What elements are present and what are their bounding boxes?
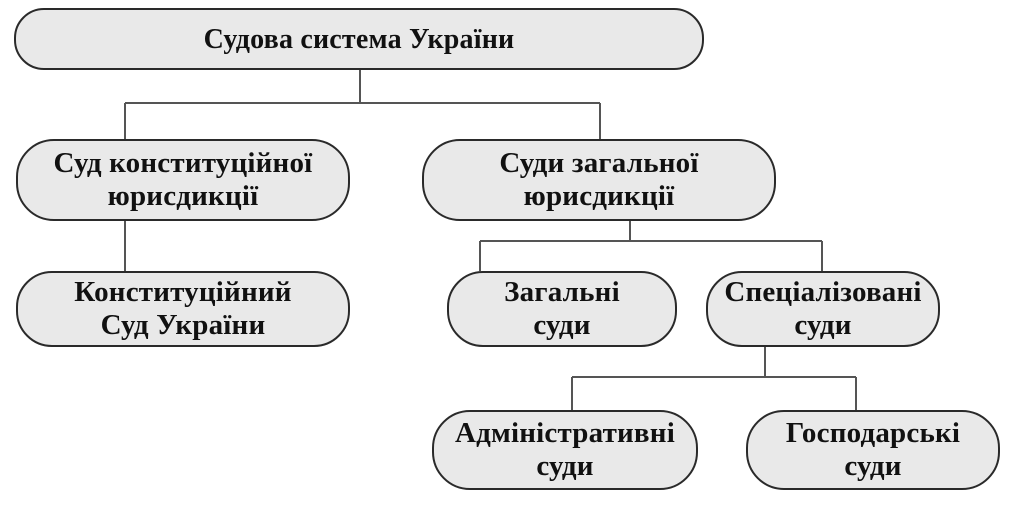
node-label-line: юрисдикції: [107, 180, 259, 212]
node-label-line: Спеціалізовані: [724, 276, 922, 308]
node-constitutional-jurisdiction-court: Суд конституційної юрисдикції: [16, 139, 350, 221]
node-label-line: суди: [794, 309, 852, 341]
node-constitutional-court-of-ukraine: Конституційний Суд України: [16, 271, 350, 347]
node-specialized-courts: Спеціалізовані суди: [706, 271, 940, 347]
node-label-line: Суд України: [100, 309, 266, 341]
node-label-line: юрисдикції: [523, 180, 675, 212]
node-label-line: Загальні: [504, 276, 620, 308]
node-administrative-courts: Адміністративні суди: [432, 410, 698, 490]
node-economic-courts: Господарські суди: [746, 410, 1000, 490]
node-label-line: суди: [536, 450, 594, 482]
node-label-line: Господарські: [785, 417, 961, 449]
node-label-line: суди: [533, 309, 591, 341]
node-label-line: Судова система України: [203, 23, 515, 55]
node-label-line: Конституційний: [74, 276, 292, 308]
node-label-line: Суди загальної: [499, 147, 699, 179]
node-general-jurisdiction-courts: Суди загальної юрисдикції: [422, 139, 776, 221]
node-label-line: Адміністративні: [455, 417, 675, 449]
node-label-line: суди: [844, 450, 902, 482]
node-general-courts: Загальні суди: [447, 271, 677, 347]
node-label-line: Суд конституційної: [53, 147, 313, 179]
node-judicial-system-of-ukraine: Судова система України: [14, 8, 704, 70]
